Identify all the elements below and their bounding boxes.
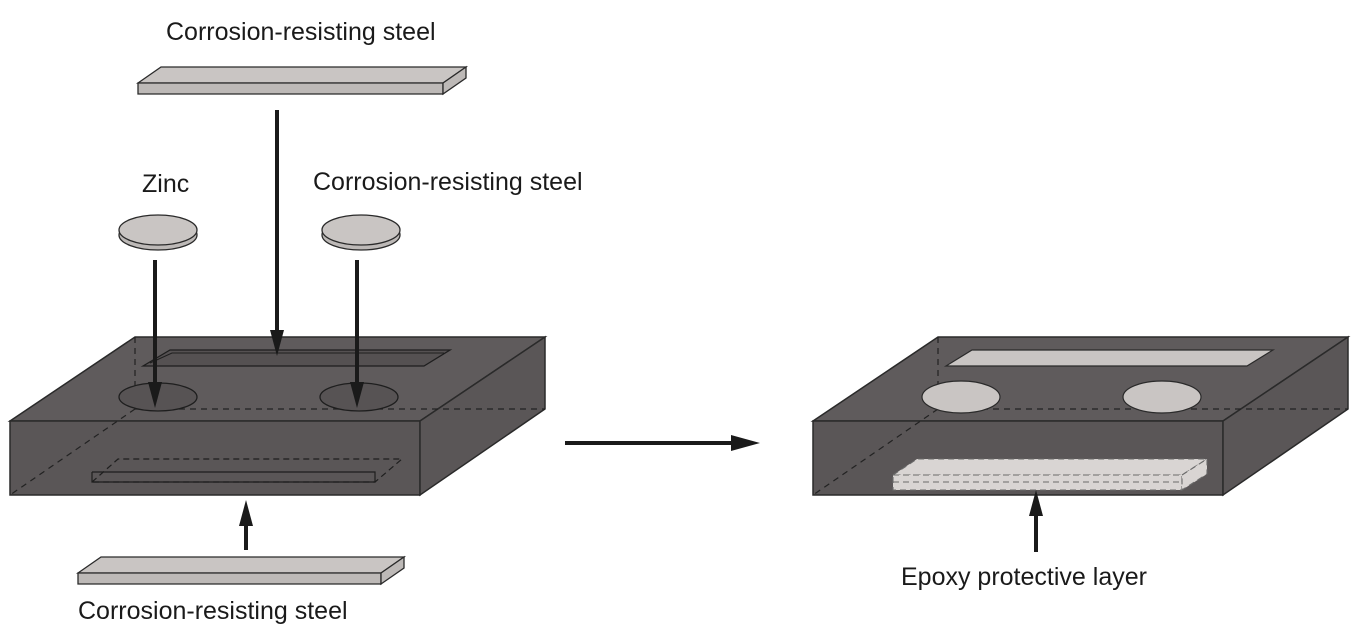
top-steel-strip-front xyxy=(137,82,444,95)
left-bottom-slot xyxy=(90,458,404,483)
top-steel-strip xyxy=(135,65,469,96)
right-block-hidden-edge-diagonal xyxy=(812,408,939,496)
bottom-steel-strip-top xyxy=(75,556,407,574)
bottom-steel-strip-front xyxy=(77,572,382,585)
arrow-zinc-down xyxy=(148,260,162,408)
process-arrow xyxy=(565,435,760,451)
label-zinc: Zinc xyxy=(142,170,190,198)
arrow-top-strip-down xyxy=(270,110,284,356)
top-steel-strip-side xyxy=(442,65,467,96)
arrow-epoxy-up xyxy=(1029,490,1043,552)
label-right-steel: Corrosion-resisting steel xyxy=(313,168,583,196)
right-embedded-steel-strip xyxy=(943,349,1276,367)
left-block-front-face xyxy=(9,420,421,496)
label-top-steel: Corrosion-resisting steel xyxy=(166,18,436,46)
left-bottom-slot-front xyxy=(91,471,376,483)
zinc-disc-top xyxy=(118,214,198,246)
steel-disc-top xyxy=(321,214,401,246)
insertion-arrows xyxy=(148,110,364,550)
steel-disc xyxy=(321,214,401,251)
right-embedded-zinc-disc xyxy=(921,380,1001,414)
left-mold-block xyxy=(7,335,548,497)
arrow-steel-disc-down xyxy=(350,260,364,408)
left-top-slot xyxy=(140,349,453,367)
epoxy-layer xyxy=(891,457,1209,492)
right-specimen-block xyxy=(810,335,1351,497)
epoxy-layer-side xyxy=(1181,457,1208,492)
left-block-hidden-edge-diagonal xyxy=(9,408,136,496)
label-epoxy: Epoxy protective layer xyxy=(901,563,1147,591)
bottom-steel-strip-side xyxy=(380,555,405,586)
bottom-steel-strip xyxy=(75,555,407,586)
right-embedded-steel-disc xyxy=(1122,380,1202,414)
top-steel-strip-top xyxy=(135,66,469,84)
label-bottom-steel: Corrosion-resisting steel xyxy=(78,597,348,625)
epoxy-layer-top xyxy=(891,458,1209,476)
arrow-bottom-strip-up xyxy=(239,500,253,550)
left-top-slot-inner xyxy=(149,352,444,364)
zinc-disc xyxy=(118,214,198,251)
